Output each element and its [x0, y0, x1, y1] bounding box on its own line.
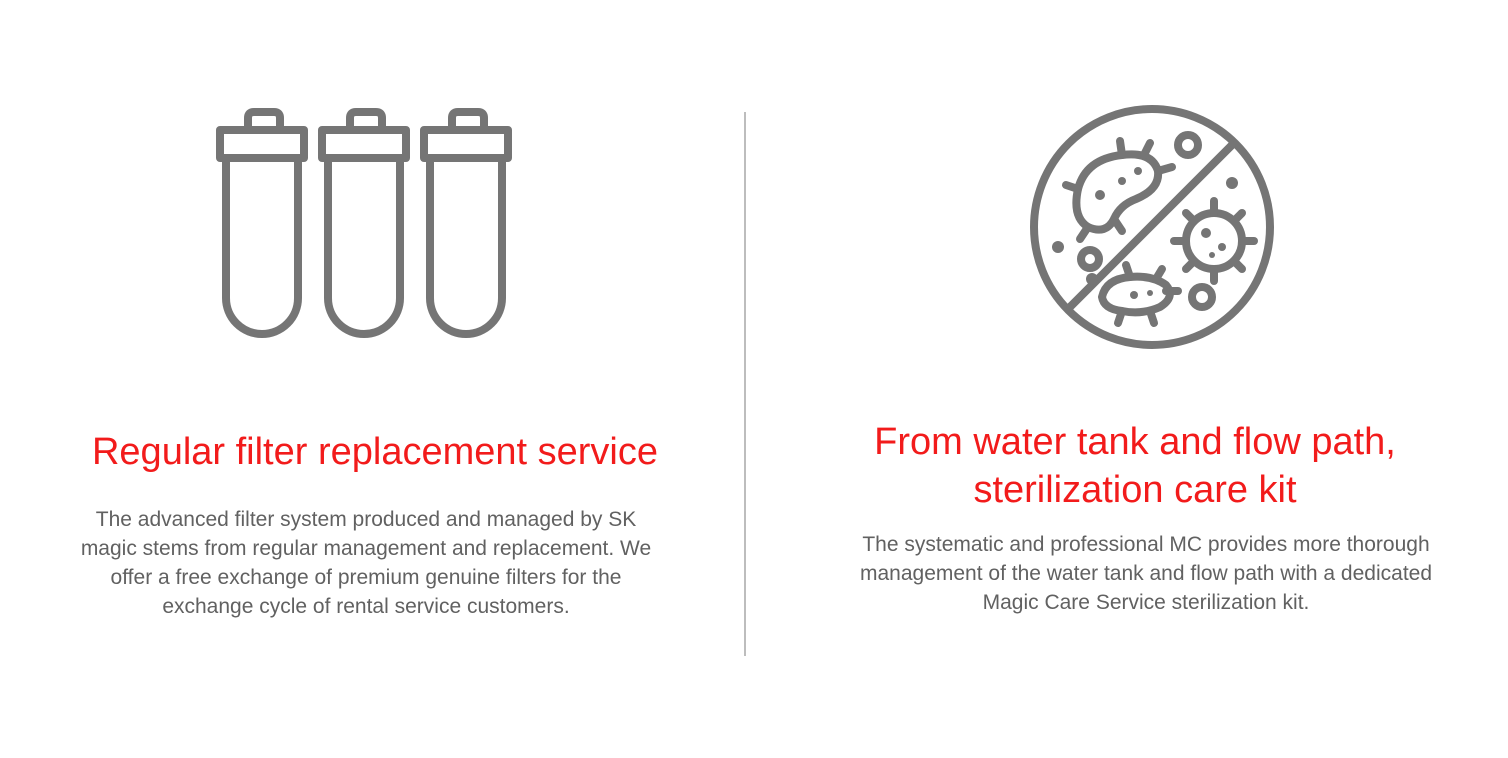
no-bacteria-icon — [1026, 101, 1278, 353]
filter-cartridges-icon — [216, 108, 516, 344]
filter-service-description: The advanced filter system produced and … — [80, 508, 652, 618]
filter-service-title: Regular filter replacement service — [91, 431, 658, 473]
sterilization-kit-title: From water tank and flow path, steriliza… — [810, 418, 1460, 514]
sterilization-kit-title-line2: sterilization care kit — [973, 469, 1297, 511]
sterilization-kit-description: The systematic and professional MC provi… — [859, 533, 1433, 614]
sterilization-kit-title-line1: From water tank and flow path, — [874, 421, 1396, 463]
section-divider — [744, 112, 746, 656]
